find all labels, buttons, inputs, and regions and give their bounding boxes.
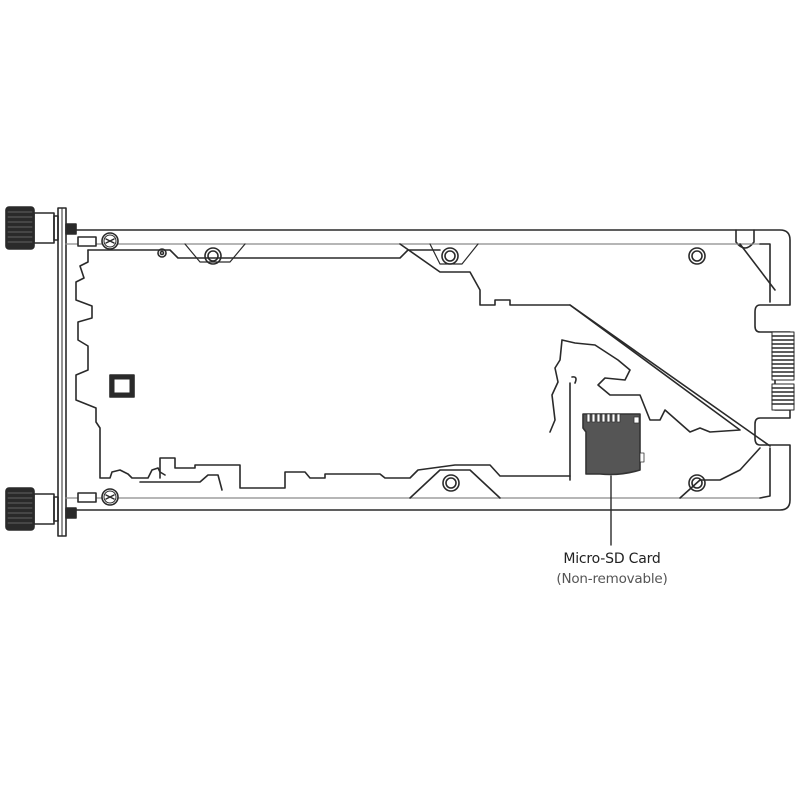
mounting-screw-bottom [77, 488, 119, 506]
callout-subtitle: (Non-removable) [556, 571, 668, 587]
chip [109, 374, 135, 398]
standoffs [157, 243, 706, 492]
inner-plate [75, 243, 776, 499]
antenna-connector-top [5, 206, 59, 250]
edge-connector [771, 331, 795, 411]
callout-title: Micro-SD Card [563, 551, 661, 567]
antenna-connector-bottom [5, 487, 59, 531]
micro-sd-card [582, 413, 645, 476]
mounting-screw-top [77, 232, 119, 250]
faceplate [57, 207, 77, 537]
